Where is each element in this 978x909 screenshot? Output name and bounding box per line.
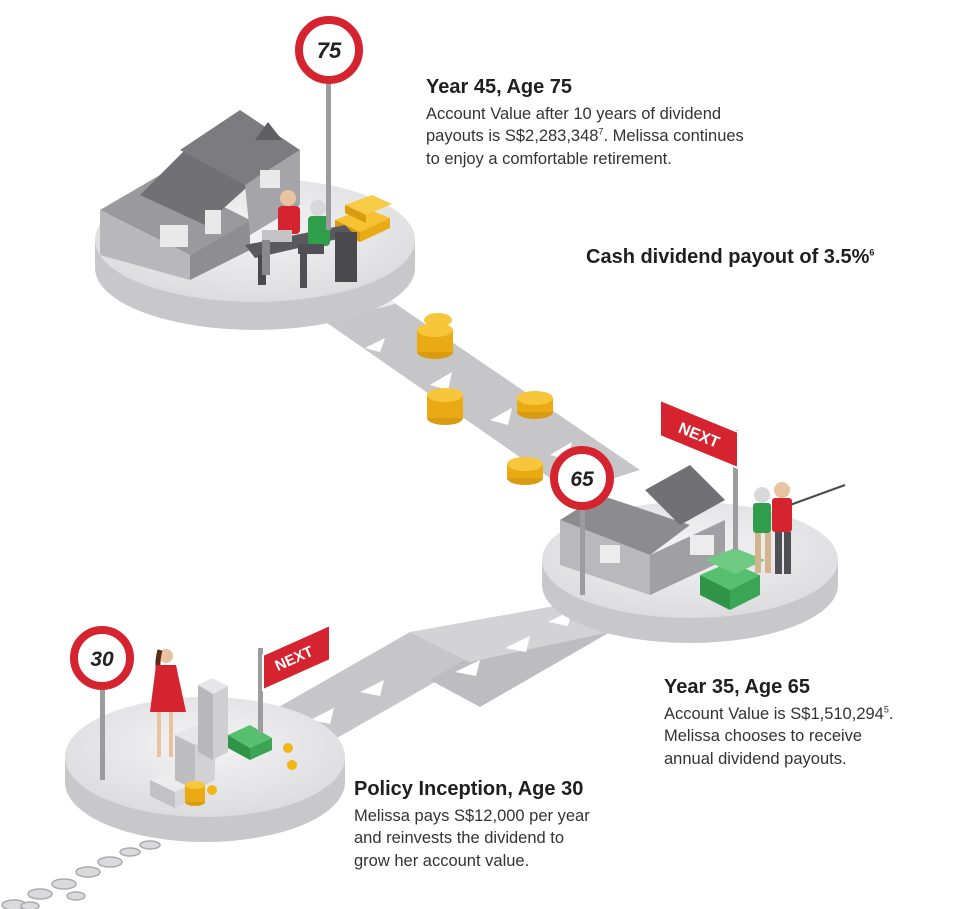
caption-age-65-line3: annual dividend payouts. [664, 749, 847, 768]
sign-30-label: 30 [90, 648, 114, 671]
caption-age-75-title: Year 45, Age 75 [426, 76, 573, 98]
caption-age-75-line2: payouts is S$2,283,3487. Melissa continu… [426, 126, 744, 146]
growth-blocks [150, 678, 228, 808]
caption-age-65-line2: Melissa chooses to receive [664, 727, 863, 746]
gold-bars [335, 195, 392, 242]
woman-figure [150, 649, 186, 757]
gold-coin-stacks [417, 313, 553, 485]
couple-selfie [753, 482, 846, 574]
sign-75-label: 75 [317, 38, 342, 63]
caption-inception-title: Policy Inception, Age 30 [354, 778, 584, 800]
speed-sign-30 [70, 626, 134, 780]
speed-sign-75 [295, 16, 363, 230]
next-sign-65 [659, 398, 739, 550]
caption-age-65-line1: Account Value is S$1,510,2945. [664, 704, 894, 723]
next-sign-30 [258, 623, 331, 733]
stepping-stones [1, 840, 161, 909]
elderly-couple-on-bench [245, 190, 357, 288]
caption-age-75-line3: to enjoy a comfortable retirement. [426, 149, 672, 168]
payout-label: Cash dividend payout of 3.5%6 [586, 246, 875, 268]
house-small [560, 465, 725, 595]
caption-inception: Policy Inception, Age 30 Melissa pays S$… [354, 776, 590, 872]
cash-bundle [228, 725, 272, 760]
road-lower [270, 605, 610, 742]
cash-stacks [700, 548, 765, 610]
sign-65-label: 65 [570, 468, 594, 491]
caption-inception-line1: Melissa pays S$12,000 per year [354, 807, 590, 825]
caption-age-65: Year 35, Age 65 Account Value is S$1,510… [664, 674, 893, 770]
speed-sign-65 [550, 446, 614, 595]
house-large [100, 110, 300, 280]
caption-age-65-title: Year 35, Age 65 [664, 676, 811, 698]
caption-inception-line2: and reinvests the dividend to [354, 829, 565, 848]
caption-inception-line3: grow her account value. [354, 851, 530, 870]
caption-age-75-line1: Account Value after 10 years of dividend [426, 105, 722, 123]
caption-age-75: Year 45, Age 75 Account Value after 10 y… [426, 74, 744, 170]
coin-stack [185, 743, 297, 806]
